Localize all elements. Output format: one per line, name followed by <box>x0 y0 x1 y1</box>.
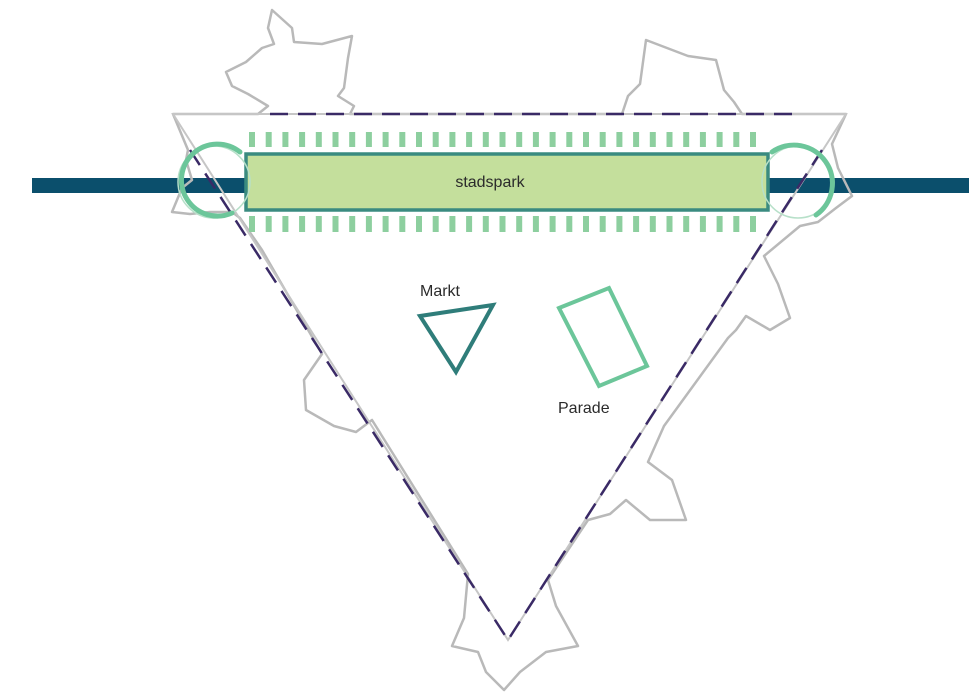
park-stripe <box>432 216 439 232</box>
park-stripe <box>365 216 372 232</box>
park-stripe <box>282 216 289 232</box>
park-stripe <box>499 216 506 232</box>
park-stripe <box>332 216 339 232</box>
park-stripe <box>683 216 690 232</box>
park-stripe <box>649 132 656 147</box>
park-stripe <box>733 132 740 147</box>
park-stripe <box>566 216 573 232</box>
park-stripe <box>666 216 673 232</box>
park-stripe <box>315 216 322 232</box>
west-gate <box>177 141 251 219</box>
park-stripe <box>633 132 640 147</box>
park-stripe <box>699 216 706 232</box>
park-stripe <box>499 132 506 147</box>
park-stripe <box>332 132 339 147</box>
park-stripe <box>399 216 406 232</box>
park-stripe <box>683 132 690 147</box>
park-stripe <box>699 132 706 147</box>
park-stripe <box>516 132 523 147</box>
park-stripe <box>299 216 306 232</box>
park-stripe <box>249 216 255 232</box>
east-gate <box>761 142 835 219</box>
park-stripe <box>716 132 723 147</box>
market-triangle <box>416 302 497 376</box>
park-stripe <box>265 216 272 232</box>
park-area <box>244 152 770 212</box>
park-stripe <box>516 216 523 232</box>
park-stripe <box>416 132 422 147</box>
park-stripe <box>282 132 289 147</box>
park-stripe <box>382 216 389 232</box>
park-stripe <box>532 132 539 147</box>
park-stripe <box>599 132 606 147</box>
parade-label: Parade <box>558 400 610 417</box>
park-stripe <box>666 132 673 147</box>
park-stripe <box>299 132 306 147</box>
park-stripe <box>482 216 489 232</box>
park-stripe <box>265 132 272 147</box>
park-stripe <box>449 132 456 147</box>
park-stripe <box>616 132 623 147</box>
park-stripe <box>733 216 740 232</box>
market-label: Markt <box>420 283 461 300</box>
park-stripe <box>599 216 606 232</box>
park-stripe <box>466 216 473 232</box>
dashed-boundary-right <box>506 149 824 641</box>
park-stripe <box>249 132 255 147</box>
park-stripe <box>583 132 589 147</box>
park-label: stadspark <box>455 174 525 191</box>
dashed-boundary-left <box>188 149 510 641</box>
park-stripe <box>315 132 322 147</box>
fortification-outline <box>170 8 854 692</box>
park-stripe <box>466 132 473 147</box>
park-stripe <box>616 216 623 232</box>
park-stripe <box>532 216 539 232</box>
park-stripe <box>566 132 573 147</box>
parade-rectangle <box>556 285 650 389</box>
park-stripes-top <box>249 132 756 147</box>
park-stripes-bottom <box>249 216 756 232</box>
park-stripe <box>583 216 589 232</box>
park-stripe <box>649 216 656 232</box>
park-stripe <box>432 132 439 147</box>
park-stripe <box>349 132 356 147</box>
park-stripe <box>449 216 456 232</box>
park-stripe <box>549 216 556 232</box>
park-stripe <box>482 132 489 147</box>
park-stripe <box>750 216 756 232</box>
park-stripe <box>633 216 640 232</box>
park-stripe <box>349 216 356 232</box>
park-stripe <box>382 132 389 147</box>
park-stripe <box>549 132 556 147</box>
park-stripe <box>716 216 723 232</box>
park-stripe <box>416 216 422 232</box>
park-stripe <box>399 132 406 147</box>
park-stripe <box>750 132 756 147</box>
park-stripe <box>365 132 372 147</box>
